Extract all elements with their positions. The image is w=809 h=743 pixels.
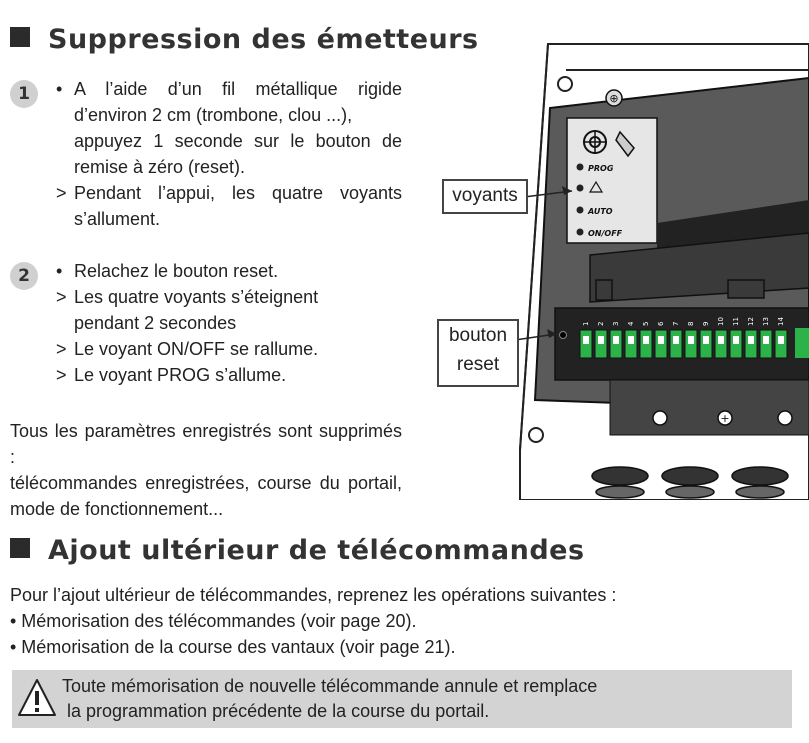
terminal-screw bbox=[598, 336, 604, 344]
terminal-screw bbox=[643, 336, 649, 344]
section-title-ajout: Ajout ultérieur de télécommandes bbox=[10, 535, 585, 566]
terminal-label: 8 bbox=[687, 322, 695, 326]
warning-led-icon bbox=[588, 180, 604, 193]
screw-icon bbox=[605, 89, 623, 107]
step-number-1: 1 bbox=[10, 80, 38, 108]
callout-line: bouton bbox=[448, 325, 508, 346]
instruction-line: appuyez 1 seconde sur le bouton de bbox=[74, 131, 402, 151]
terminal-screw bbox=[703, 336, 709, 344]
instruction-line: >Le voyant ON/OFF se rallume. bbox=[56, 339, 319, 359]
callout-voyants: voyants bbox=[442, 179, 528, 214]
svg-text:PROG: PROG bbox=[588, 164, 614, 173]
led-panel bbox=[566, 117, 658, 244]
terminal-label: 7 bbox=[672, 322, 680, 326]
terminal-label: 11 bbox=[732, 317, 740, 326]
terminal-screw bbox=[718, 336, 724, 344]
terminal-label: 1 bbox=[582, 322, 590, 326]
terminal-screw bbox=[748, 336, 754, 344]
callout-line: reset bbox=[456, 354, 500, 375]
terminal-screw bbox=[673, 336, 679, 344]
instruction-line: >Pendant l’appui, les quatre voyants bbox=[56, 183, 402, 203]
ajout-item: • Mémorisation des télécommandes (voir p… bbox=[10, 611, 417, 631]
terminal-screw bbox=[688, 336, 694, 344]
ajout-item: • Mémorisation de la course des vantaux … bbox=[10, 637, 456, 657]
section-title-text: Ajout ultérieur de télécommandes bbox=[48, 535, 585, 566]
terminal-label: 14 bbox=[777, 317, 785, 326]
instruction-line: >Le voyant PROG s’allume. bbox=[56, 365, 287, 385]
step-number-2: 2 bbox=[10, 262, 38, 290]
terminal-screw bbox=[733, 336, 739, 344]
svg-text:⊕: ⊕ bbox=[609, 92, 618, 105]
instruction-line: pendant 2 secondes bbox=[74, 313, 237, 333]
terminal-screw bbox=[613, 336, 619, 344]
step-1-instructions: •A l’aide d’un fil métallique rigide d’e… bbox=[56, 76, 402, 232]
summary-line: Tous les paramètres enregistrés sont sup… bbox=[10, 421, 402, 467]
instruction-line: s’allument. bbox=[74, 209, 161, 229]
warning-line: Toute mémorisation de nouvelle télécomma… bbox=[62, 676, 598, 696]
warning-text: Toute mémorisation de nouvelle télécomma… bbox=[62, 674, 597, 724]
terminal-screw bbox=[778, 336, 784, 344]
ajout-intro: Pour l’ajout ultérieur de télécommandes,… bbox=[10, 585, 617, 605]
terminal-screw bbox=[583, 336, 589, 344]
svg-text:ON/OFF: ON/OFF bbox=[588, 229, 623, 238]
callout-bouton-reset: bouton reset bbox=[437, 319, 519, 387]
terminal-label: 9 bbox=[702, 322, 710, 326]
terminal-screw bbox=[763, 336, 769, 344]
terminal-label: 13 bbox=[762, 317, 770, 326]
terminal-label: 12 bbox=[747, 317, 755, 326]
terminal-label: 6 bbox=[657, 321, 665, 326]
instruction-line: •A l’aide d’un fil métallique rigide bbox=[56, 79, 402, 99]
summary-line: mode de fonctionnement... bbox=[10, 499, 224, 519]
remote-icon bbox=[615, 130, 635, 158]
instruction-line: •Relachez le bouton reset. bbox=[56, 261, 279, 281]
section-title-suppression: Suppression des émetteurs bbox=[10, 24, 479, 55]
terminal-screw bbox=[658, 336, 664, 344]
terminal-label: 5 bbox=[642, 322, 650, 326]
terminal-label: 2 bbox=[597, 322, 605, 326]
terminal-label: 3 bbox=[612, 322, 620, 326]
square-bullet-icon bbox=[10, 538, 30, 558]
svg-text:AUTO: AUTO bbox=[587, 207, 613, 216]
section-title-text: Suppression des émetteurs bbox=[48, 24, 479, 55]
instruction-line: d’environ 2 cm (trombone, clou ...), bbox=[74, 105, 353, 125]
step-2-instructions: •Relachez le bouton reset. >Les quatre v… bbox=[56, 258, 402, 388]
warning-box: Toute mémorisation de nouvelle télécomma… bbox=[12, 670, 792, 728]
square-bullet-icon bbox=[10, 27, 30, 47]
ajout-paragraph: Pour l’ajout ultérieur de télécommandes,… bbox=[10, 582, 770, 660]
terminal-label: 10 bbox=[717, 317, 725, 326]
reset-button bbox=[559, 331, 567, 339]
summary-paragraph: Tous les paramètres enregistrés sont sup… bbox=[10, 418, 402, 522]
svg-text:+: + bbox=[720, 412, 729, 425]
instruction-line: remise à zéro (reset). bbox=[74, 157, 246, 177]
terminal-label: 4 bbox=[627, 321, 635, 326]
warning-line: la programmation précédente de la course… bbox=[62, 701, 490, 721]
instruction-line: >Les quatre voyants s’éteignent bbox=[56, 287, 319, 307]
terminal-screw bbox=[628, 336, 634, 344]
summary-line: télécommandes enregistrées, course du po… bbox=[10, 473, 402, 493]
warning-triangle-icon bbox=[18, 679, 56, 716]
